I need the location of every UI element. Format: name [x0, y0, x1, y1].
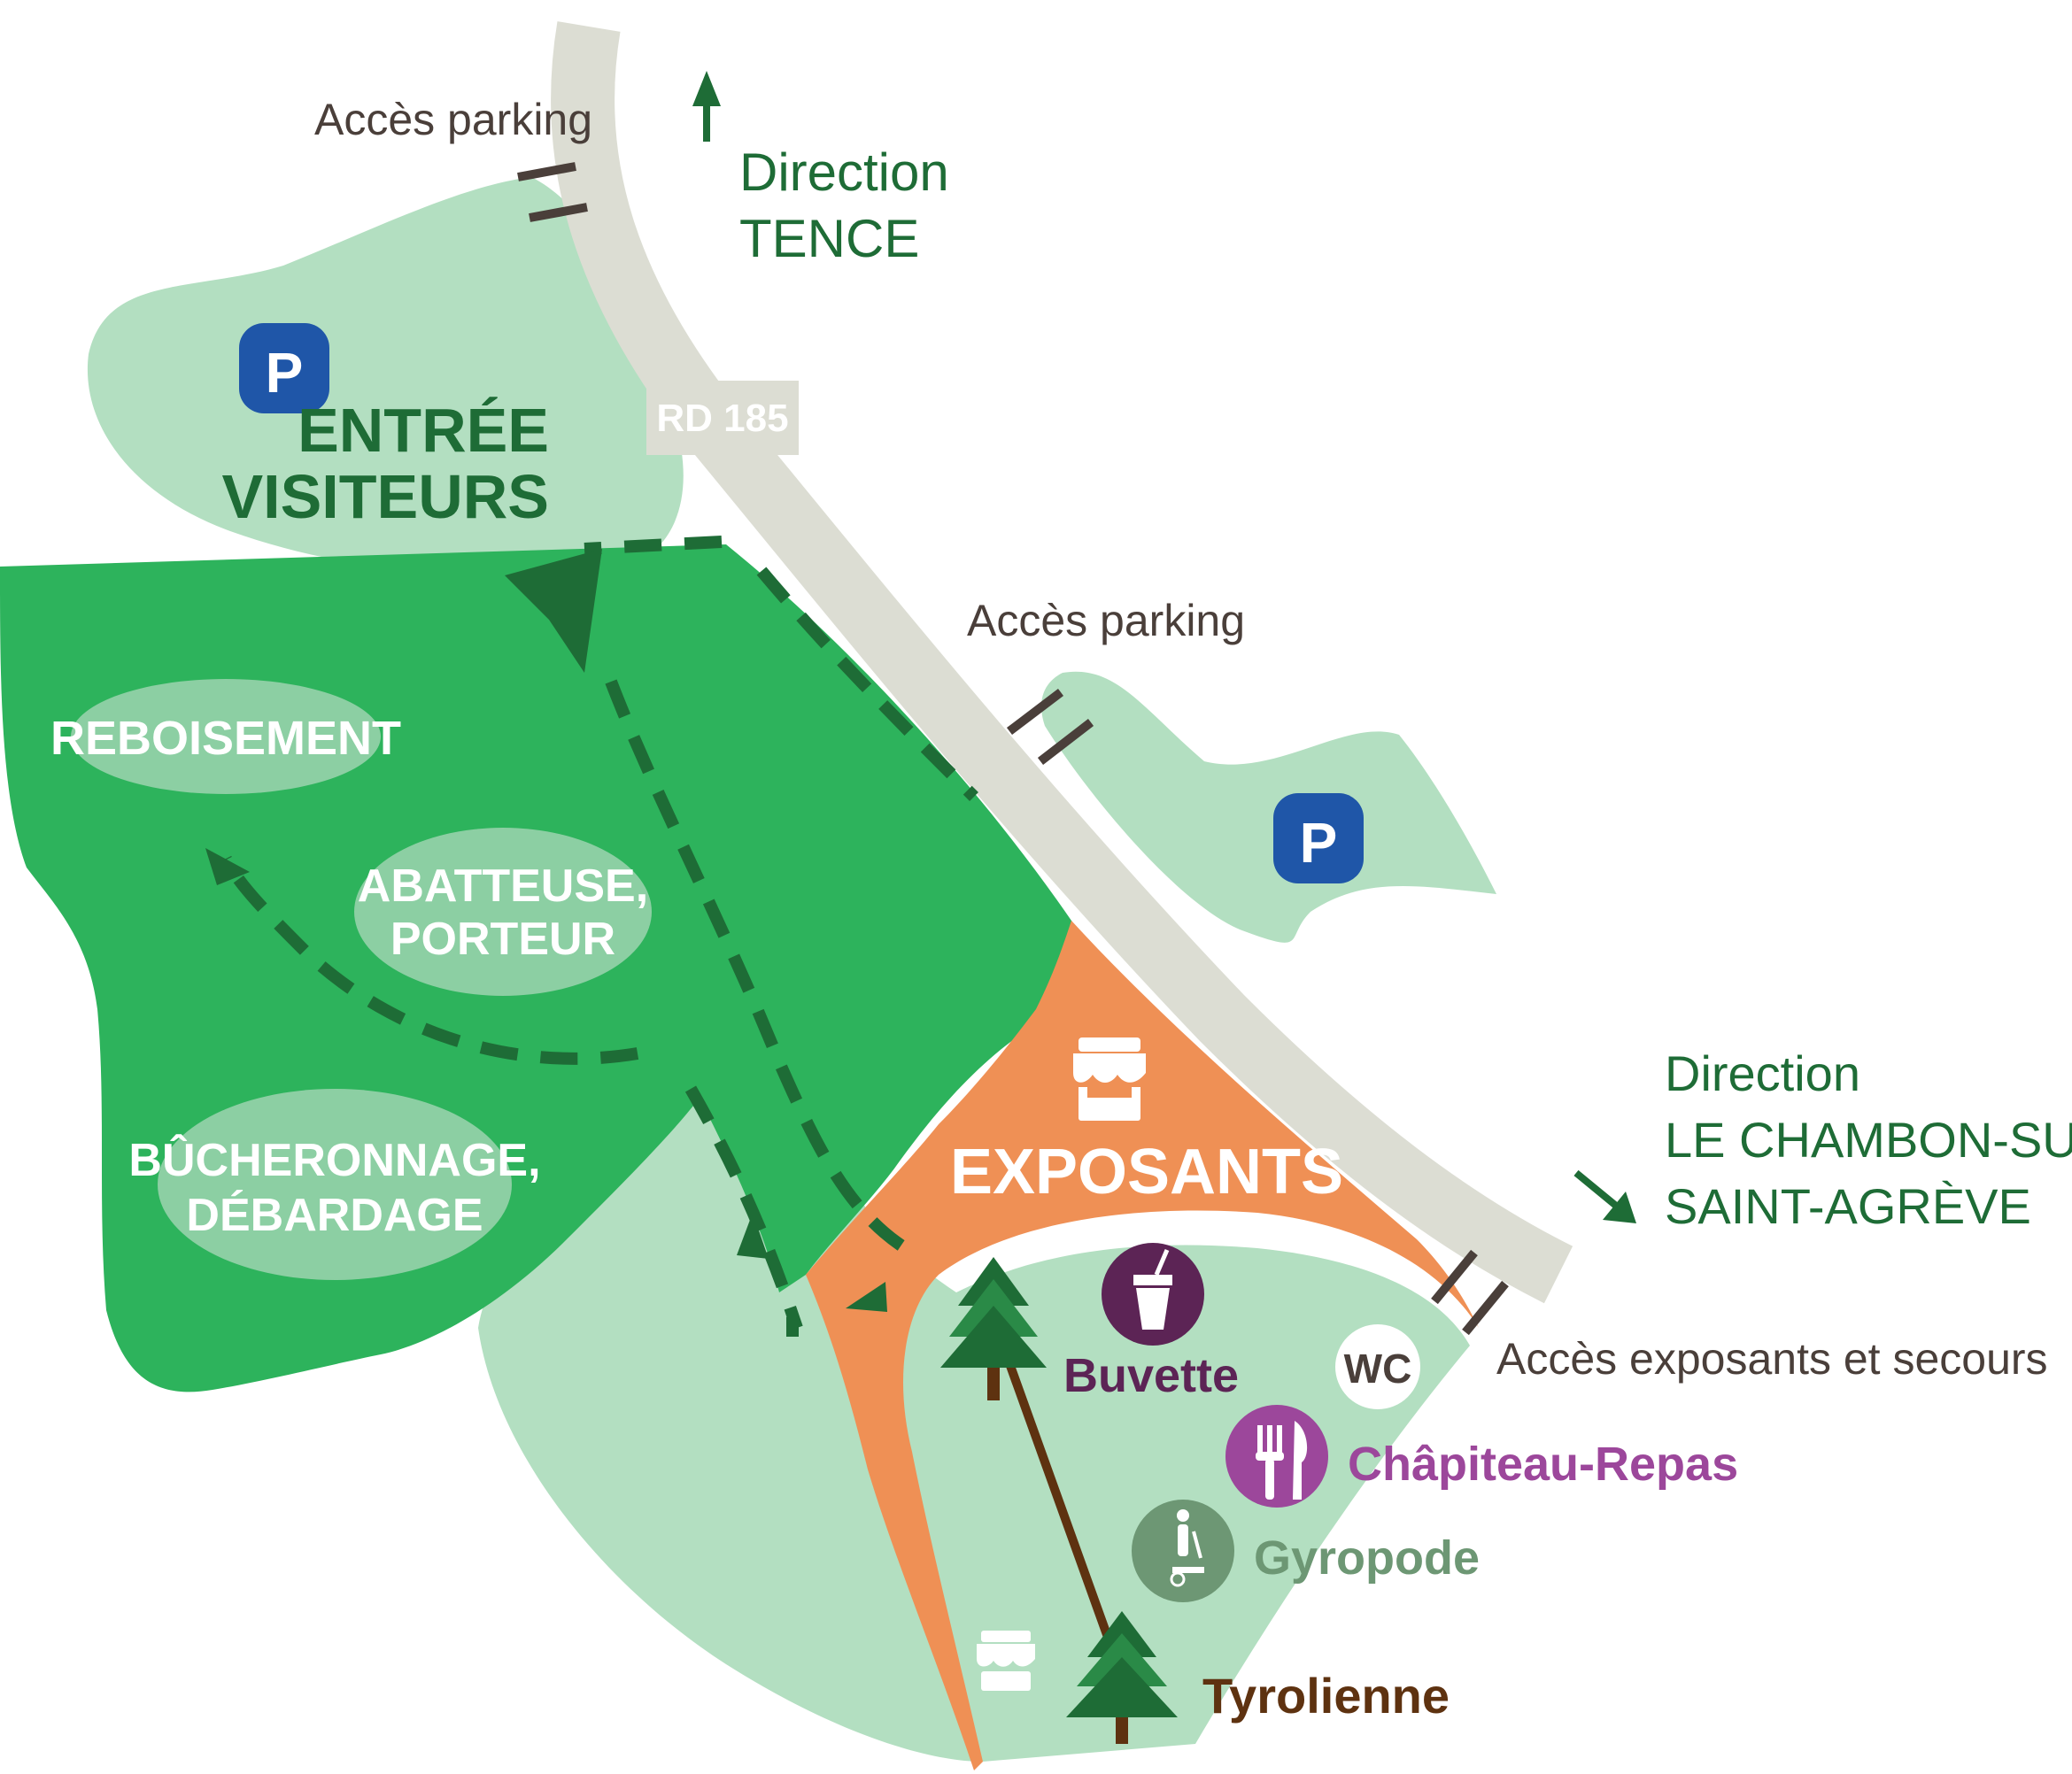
buvette-label: Buvette [1063, 1349, 1239, 1402]
svg-text:P: P [266, 341, 304, 405]
visitor-path [220, 536, 978, 1337]
entrance-arrow-icon [505, 549, 602, 673]
access-gate-middle [1006, 689, 1094, 765]
chapiteau-label: Châpiteau-Repas [1348, 1438, 1738, 1491]
direction-southeast-line3: SAINT-AGRÈVE [1665, 1178, 2031, 1234]
path-arrow-up-icon [737, 1213, 769, 1259]
entrance-label-line2: VISITEURS [221, 462, 549, 531]
tree-icon-top [940, 1257, 1047, 1400]
parking-icon-north: P [239, 323, 329, 413]
road-label-box [646, 381, 799, 455]
direction-north-line1: Direction [739, 143, 949, 202]
road-rd185 [551, 21, 1573, 1304]
svg-text:P: P [1300, 811, 1338, 875]
zipline-cable [1005, 1361, 1122, 1666]
direction-north-arrow-icon [692, 71, 721, 142]
market-stall-small-icon [977, 1631, 1035, 1691]
zone-reboisement [71, 679, 381, 794]
zone-bucheronnage-line2: DÉBARDAGE [186, 1190, 483, 1241]
zone-bucheronnage-line1: BÛCHERONNAGE, [128, 1134, 540, 1186]
svg-text:WC: WC [1344, 1346, 1412, 1392]
direction-southeast-line1: Direction [1665, 1045, 1860, 1101]
road-label: RD 185 [656, 397, 788, 440]
parking-area-east [1041, 671, 1496, 943]
wc-icon: WC [1332, 1321, 1424, 1413]
direction-southeast-line2: LE CHAMBON-SUR-LIGNON [1665, 1112, 2072, 1168]
parking-area-north [87, 177, 684, 575]
buvette-drink-icon [1102, 1243, 1204, 1346]
zone-reboisement-label: REBOISEMENT [50, 712, 401, 765]
path-arrow-left-icon [846, 1282, 887, 1312]
exposants-area [806, 921, 1479, 1770]
access-parking-top-label: Accès parking [314, 95, 592, 144]
direction-north-line2: TENCE [739, 209, 919, 268]
access-gate-top [517, 162, 588, 222]
parking-icon-east: P [1273, 793, 1364, 883]
tyrolienne-label: Tyrolienne [1202, 1668, 1450, 1724]
zone-exposants-label: EXPOSANTS [950, 1137, 1343, 1207]
entrance-label-line1: ENTRÉE [298, 396, 549, 465]
gyropode-label: Gyropode [1254, 1531, 1480, 1585]
access-gate-exposants [1431, 1249, 1509, 1336]
access-parking-middle-label: Accès parking [967, 596, 1245, 645]
direction-southeast-arrow-icon [1573, 1169, 1636, 1223]
tree-icon-bottom [1066, 1611, 1178, 1744]
access-exposants-label: Accès exposants et secours [1496, 1334, 2048, 1384]
restaurant-cutlery-icon [1225, 1405, 1328, 1508]
market-stall-icon [1073, 1037, 1146, 1121]
path-arrow-reboisement-icon [205, 848, 250, 885]
zone-abatteuse-line1: ABATTEUSE, [358, 860, 648, 912]
zone-abatteuse-line2: PORTEUR [390, 914, 615, 965]
lower-meadow [478, 1080, 1470, 1762]
gyropode-icon [1132, 1500, 1234, 1602]
zone-abatteuse [354, 828, 652, 996]
zone-bucheronnage [158, 1089, 512, 1280]
